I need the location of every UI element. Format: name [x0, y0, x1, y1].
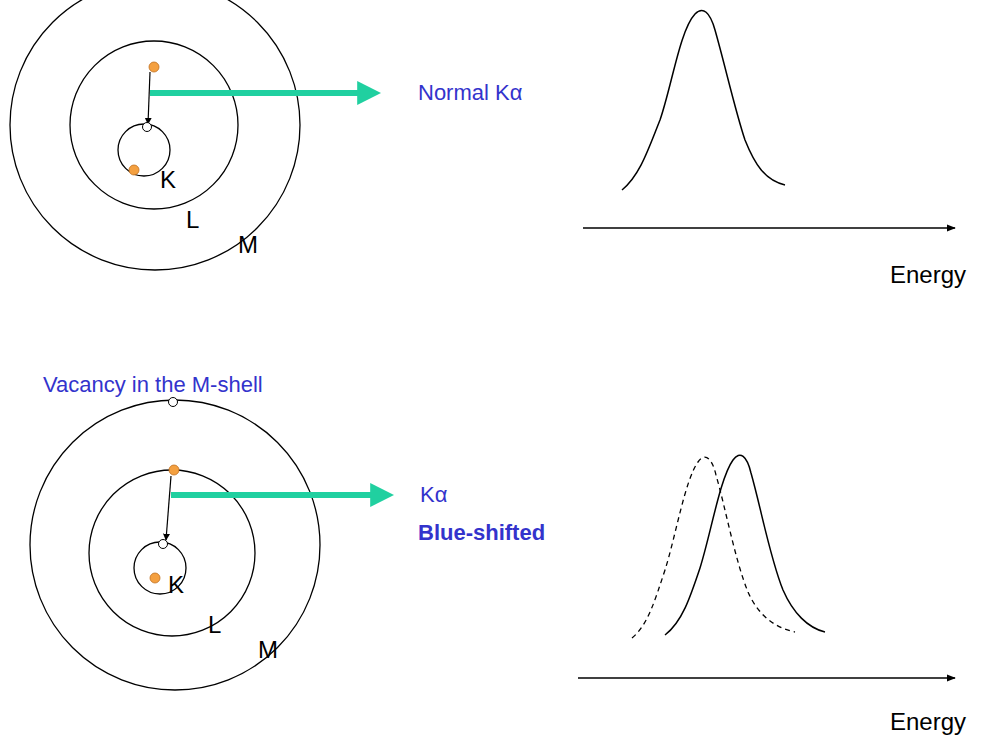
electron [169, 465, 179, 475]
electron [129, 165, 139, 175]
shell-label: L [186, 207, 199, 233]
line-label: Kα [420, 483, 447, 507]
atom-shells [30, 400, 320, 690]
energy-axis [583, 227, 955, 229]
shell-label: K [160, 167, 176, 193]
vacancy [143, 123, 152, 132]
shell-label: M [238, 232, 258, 258]
shell-label: M [258, 637, 278, 663]
vacancy [159, 540, 168, 549]
energy-axis [578, 677, 955, 679]
shell-label: L [208, 612, 221, 638]
photon-arrow [150, 90, 362, 96]
transition-arrow [148, 72, 150, 124]
axis-label: Energy [890, 709, 966, 735]
transition-arrow [166, 476, 171, 540]
axis-label: Energy [890, 262, 966, 288]
photon-arrow [171, 492, 375, 498]
heading-label: Vacancy in the M-shell [43, 373, 263, 397]
atom-shells [10, 0, 300, 270]
vacancy [169, 398, 178, 407]
line-label: Normal Kα [418, 81, 522, 105]
shifted-peak-curve [665, 455, 825, 635]
shell-label: K [168, 572, 184, 598]
shift-label: Blue-shifted [418, 521, 545, 545]
electron [150, 573, 160, 583]
peak-curve [622, 11, 785, 190]
electron [149, 62, 159, 72]
